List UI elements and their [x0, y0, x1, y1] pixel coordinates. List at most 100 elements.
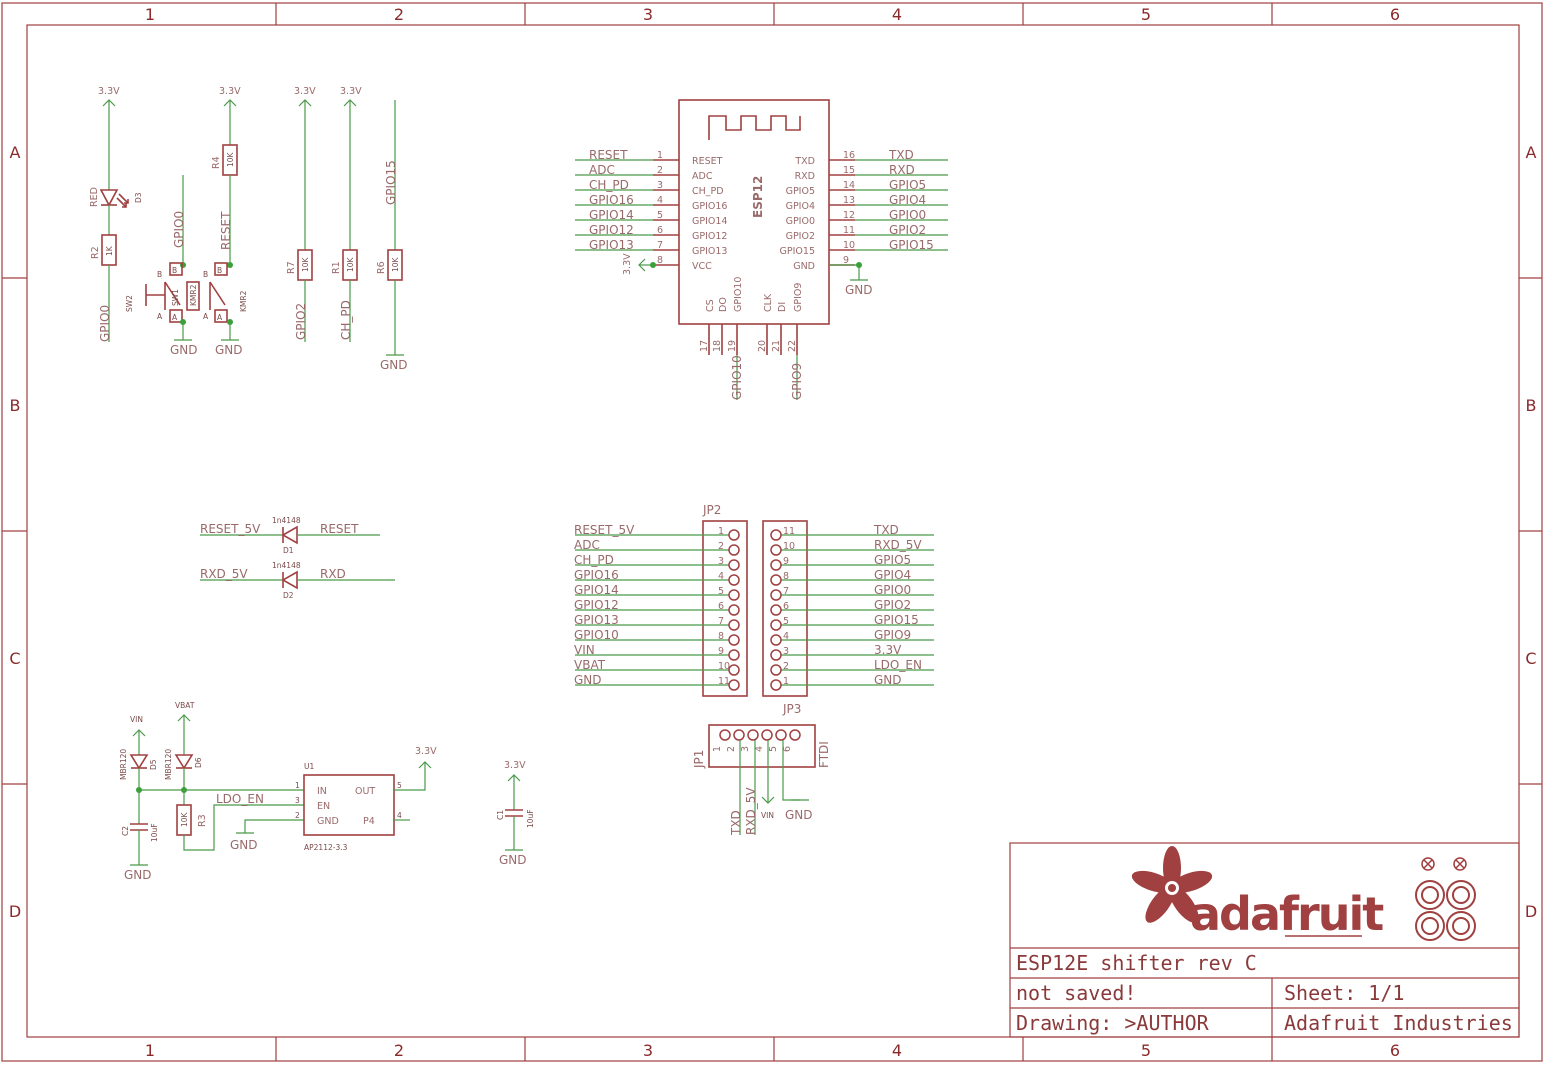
esp-pin-name: RESET	[692, 156, 723, 167]
header-pin-pad[interactable]	[770, 664, 782, 676]
esp-pin-num: 21	[771, 340, 782, 352]
r2-name: R2	[90, 246, 101, 259]
supply-label: 3.3V	[219, 86, 241, 97]
col-label-bottom: 2	[394, 1041, 404, 1060]
switch-sw1-reset[interactable]: 3.3V 10K R4 RESET B A B A KMR2 KMR2 GND	[186, 86, 248, 357]
header-pin-pad[interactable]	[728, 574, 740, 586]
esp-net-label: GPIO4	[889, 193, 926, 207]
esp-pin-name: CLK	[763, 293, 774, 312]
header-pin-pad[interactable]	[770, 529, 782, 541]
u1-num-1: 1	[295, 781, 300, 790]
jp1-pin-pad[interactable]	[733, 729, 745, 741]
led-d3-branch[interactable]: 3.3V RED D3 1K R2 GPIO0	[89, 86, 143, 342]
header-pin-num: 11	[718, 676, 730, 687]
header-pin-num: 9	[783, 556, 789, 567]
jp1-net-rxd5v: RXD_5V	[744, 787, 758, 835]
jp1-pin-pad[interactable]	[719, 729, 731, 741]
header-pin-pad[interactable]	[770, 544, 782, 556]
title-block: ESP12E shifter rev C not saved! Sheet: 1…	[1009, 842, 1520, 1038]
u1-pin-out: OUT	[355, 786, 375, 797]
esp-vcc-supply-label: 3.3V	[622, 253, 633, 275]
col-label-bottom: 5	[1141, 1041, 1151, 1060]
header-net-label: GPIO14	[574, 583, 619, 597]
col-label-top: 4	[892, 5, 902, 24]
esp-pin-name: CH_PD	[692, 186, 724, 197]
jp1-pin-pad[interactable]	[789, 729, 801, 741]
jp1-pin-pad[interactable]	[761, 729, 773, 741]
c1-name: C1	[496, 810, 505, 820]
r2-value: 1K	[105, 245, 114, 256]
esp12-module[interactable]: ESP12 1RESETRESET2ADCADC3CH_PDCH_PD4GPIO…	[575, 99, 948, 355]
esp-net-label: GPIO13	[589, 238, 634, 252]
esp-pin-num: 18	[712, 340, 723, 352]
header-pin-num: 8	[718, 631, 724, 642]
pulldown-r6[interactable]: GPIO15 10K R6 GND	[376, 100, 408, 372]
header-pin-pad[interactable]	[728, 529, 740, 541]
sw2-pin-b: B	[172, 266, 177, 275]
header-pin-pad[interactable]	[770, 619, 782, 631]
row-label-right: C	[1525, 649, 1536, 668]
d2-left-net: RXD_5V	[200, 567, 248, 581]
u1-num-3: 3	[295, 796, 300, 805]
u1-value: AP2112-3.3	[304, 843, 348, 852]
header-pin-pad[interactable]	[770, 649, 782, 661]
header-pin-pad[interactable]	[770, 604, 782, 616]
esp-pin-name: GPIO10	[733, 277, 744, 312]
esp-pin-name: GPIO16	[692, 201, 727, 212]
header-jp3[interactable]: JP3 TXD11RXD_5V10GPIO59GPIO48GPIO07GPIO2…	[762, 520, 934, 716]
net-reset: RESET	[219, 211, 233, 250]
esp-pin-name: CS	[705, 299, 716, 312]
diode-d1[interactable]: RESET_5V RESET 1n4148 D1	[200, 516, 380, 555]
header-pin-pad[interactable]	[728, 649, 740, 661]
pullup-r1[interactable]: 3.3V 10K R1 CH_PD	[331, 86, 362, 342]
jp1-pin-pad[interactable]	[747, 729, 759, 741]
d3-value: RED	[89, 187, 100, 207]
esp-net-label: GPIO5	[889, 178, 926, 192]
header-pin-pad[interactable]	[728, 604, 740, 616]
esp-pin-name: GPIO4	[786, 201, 815, 212]
header-pin-pad[interactable]	[770, 589, 782, 601]
header-pin-pad[interactable]	[728, 544, 740, 556]
header-pin-pad[interactable]	[728, 559, 740, 571]
c1-supply: 3.3V	[504, 760, 526, 771]
header-pin-pad[interactable]	[728, 679, 740, 691]
header-pin-pad[interactable]	[728, 589, 740, 601]
u1-pin-p4: P4	[363, 816, 375, 827]
title-block-company: Adafruit Industries	[1284, 1011, 1513, 1035]
header-pin-num: 3	[783, 646, 789, 657]
net-gpio0-b: GPIO0	[172, 211, 186, 248]
u1-pin-in: IN	[317, 786, 327, 797]
header-pin-pad[interactable]	[728, 664, 740, 676]
header-pin-pad[interactable]	[770, 679, 782, 691]
switch-sw2[interactable]: GPIO0 B A B A SW1 SW2 GND	[125, 175, 198, 357]
esp-pin-name: TXD	[794, 156, 815, 167]
header-pin-pad[interactable]	[770, 559, 782, 571]
esp-net-label: GPIO15	[889, 238, 934, 252]
pullup-r7[interactable]: 3.3V 10K R7 GPIO2	[286, 86, 316, 342]
vbat-label: VBAT	[175, 701, 195, 710]
sw2-gnd: GND	[170, 343, 198, 357]
header-pin-pad[interactable]	[770, 574, 782, 586]
jp1-pin-pad[interactable]	[775, 729, 787, 741]
jp1-pin-num: 1	[712, 746, 723, 752]
header-net-label: GPIO16	[574, 568, 619, 582]
header-pin-pad[interactable]	[728, 634, 740, 646]
sw1-label-a: A	[203, 312, 209, 321]
d2-right-net: RXD	[320, 567, 346, 581]
col-label-bottom: 6	[1390, 1041, 1400, 1060]
power-section[interactable]: VIN MBR120 D5 VBAT MBR120 D6 C2 10uF GND…	[119, 701, 535, 882]
d2-name: D2	[283, 591, 294, 600]
diode-d2[interactable]: RXD_5V RXD 1n4148 D2	[200, 561, 395, 600]
c1-gnd: GND	[499, 853, 527, 867]
d1-left-net: RESET_5V	[200, 522, 261, 536]
sw1-gnd: GND	[215, 343, 243, 357]
header-pin-num: 10	[783, 541, 795, 552]
esp-net-label: TXD	[888, 148, 914, 162]
header-pin-pad[interactable]	[728, 619, 740, 631]
header-net-label: VIN	[574, 643, 595, 657]
esp-pin-num: 3	[657, 180, 663, 191]
header-pin-pad[interactable]	[770, 634, 782, 646]
